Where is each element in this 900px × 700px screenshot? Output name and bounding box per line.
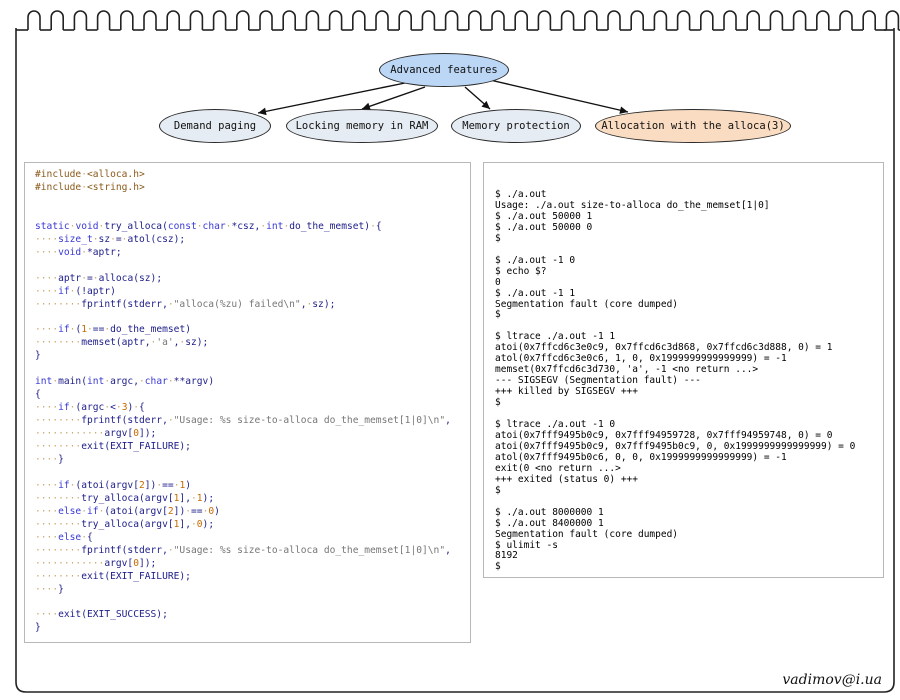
spiral-ring [96, 10, 111, 30]
arrow-head [619, 106, 628, 114]
spiral-ring [560, 10, 575, 30]
terminal-output: $ ./a.out Usage: ./a.out size-to-alloca … [495, 189, 856, 573]
spiral-ring [792, 10, 807, 30]
spiral-ring [839, 10, 853, 30]
author-signature: vadimov@i.ua [782, 672, 882, 688]
connector-arrow [361, 86, 426, 110]
child-node-memory-protection: Memory protection [451, 109, 581, 143]
spiral-ring [73, 10, 88, 30]
connector-arrow [489, 79, 629, 113]
child-node-label: Demand paging [173, 120, 257, 132]
code-listing: #include·<alloca.h> #include·<string.h> … [35, 169, 451, 634]
spiral-ring [700, 10, 714, 30]
child-node-label: Allocation with the alloca(3) [601, 120, 785, 132]
root-node-advanced-features: Advanced features [379, 53, 509, 87]
spiral-ring [398, 10, 412, 30]
spiral-ring [514, 10, 528, 30]
spiral-ring [816, 10, 830, 30]
root-node-label: Advanced features [390, 64, 498, 76]
child-node-demand-paging: Demand paging [159, 109, 271, 143]
code-panel: #include·<alloca.h> #include·<string.h> … [24, 162, 471, 643]
spiral-ring [769, 10, 784, 30]
spiral-ring [468, 10, 482, 30]
connector-arrow [257, 82, 406, 114]
spiral-ring [444, 10, 459, 30]
spiral-ring [653, 10, 668, 30]
arrow-head [258, 107, 267, 116]
spiral-ring [491, 10, 505, 30]
child-node-label: Locking memory in RAM [295, 120, 429, 132]
spiral-ring [305, 10, 320, 30]
spiral-ring [120, 10, 134, 30]
spiral-ring [143, 10, 157, 30]
spiral-ring [328, 10, 343, 30]
child-node-alloca: Allocation with the alloca(3) [595, 109, 791, 143]
child-node-label: Memory protection [462, 120, 570, 132]
terminal-panel: $ ./a.out Usage: ./a.out size-to-alloca … [483, 162, 884, 578]
spiral-ring [746, 10, 760, 30]
spiral-ring [584, 10, 598, 30]
spiral-ring [352, 10, 366, 30]
spiral-ring [50, 10, 64, 30]
spiral-ring [630, 10, 644, 30]
spiral-ring [189, 10, 204, 30]
spiral-ring [607, 10, 621, 30]
spiral-ring [723, 10, 737, 30]
spiral-ring [27, 10, 41, 30]
spiral-ring [537, 10, 552, 30]
arrow-head [481, 100, 490, 109]
spiral-ring [259, 10, 273, 30]
spiral-ring [885, 10, 900, 30]
spiral-ring [375, 10, 389, 30]
spiral-ring [166, 10, 180, 30]
spiral-ring [862, 10, 876, 30]
spiral-ring [676, 10, 691, 30]
spiral-ring [212, 10, 227, 30]
child-node-locking-memory: Locking memory in RAM [286, 109, 438, 143]
spiral-ring [236, 10, 250, 30]
spiral-ring [282, 10, 296, 30]
spiral-ring [421, 10, 436, 30]
